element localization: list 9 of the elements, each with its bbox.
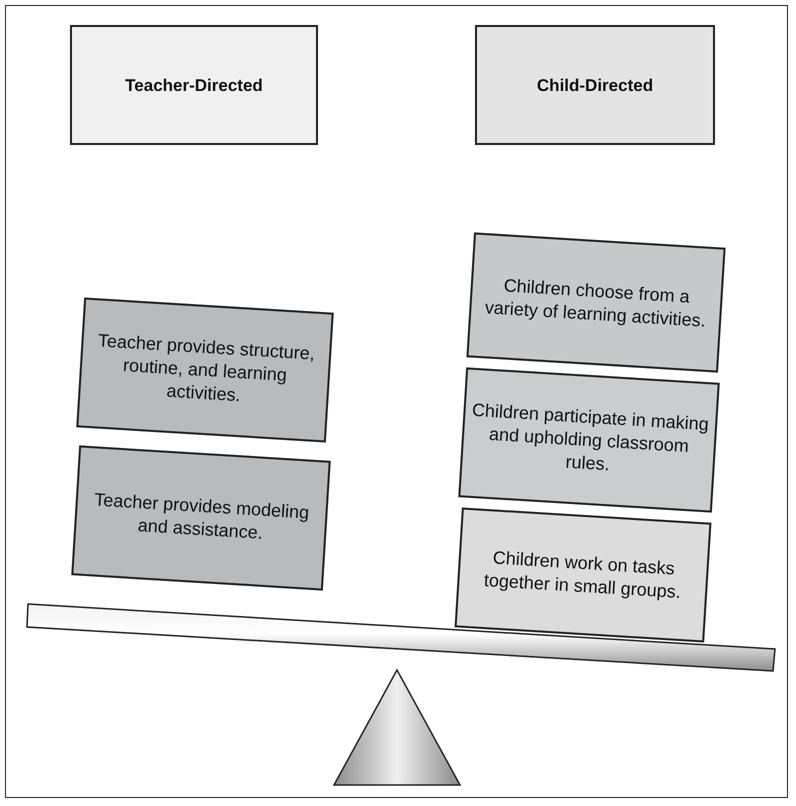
statement-text: Children choose from a variety of learning activities.	[483, 274, 708, 332]
statement-text: Teacher provides modeling and assistance.	[92, 488, 311, 545]
statement-text: Children work on tasks together in small groups.	[482, 546, 682, 604]
statement-text: Teacher provides structure, routine, and learning activities.	[96, 328, 316, 407]
heading-text: Teacher-Directed	[124, 74, 264, 96]
heading-text: Child-Directed	[536, 74, 654, 96]
heading-box	[70, 25, 318, 145]
statement-text: Children participate in making and upholding classroom rules.	[470, 398, 710, 476]
heading-box	[475, 25, 715, 145]
